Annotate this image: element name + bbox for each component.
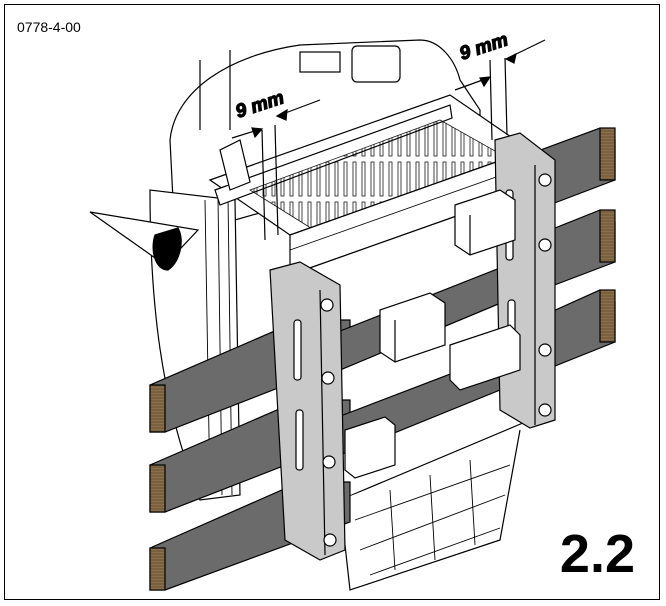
adapter-rail-front (269, 261, 346, 561)
terminal-clamps (344, 189, 521, 479)
adapter-rail-rear (494, 132, 556, 429)
detail-callout (89, 211, 200, 271)
top-cover (208, 94, 532, 276)
figure-frame: 0778-4-00 2.2 (4, 4, 660, 600)
figure-number: 2.2 (559, 524, 635, 584)
dimension-label-top-right: 9 mm (457, 29, 511, 64)
document-id: 0778-4-00 (17, 19, 81, 35)
